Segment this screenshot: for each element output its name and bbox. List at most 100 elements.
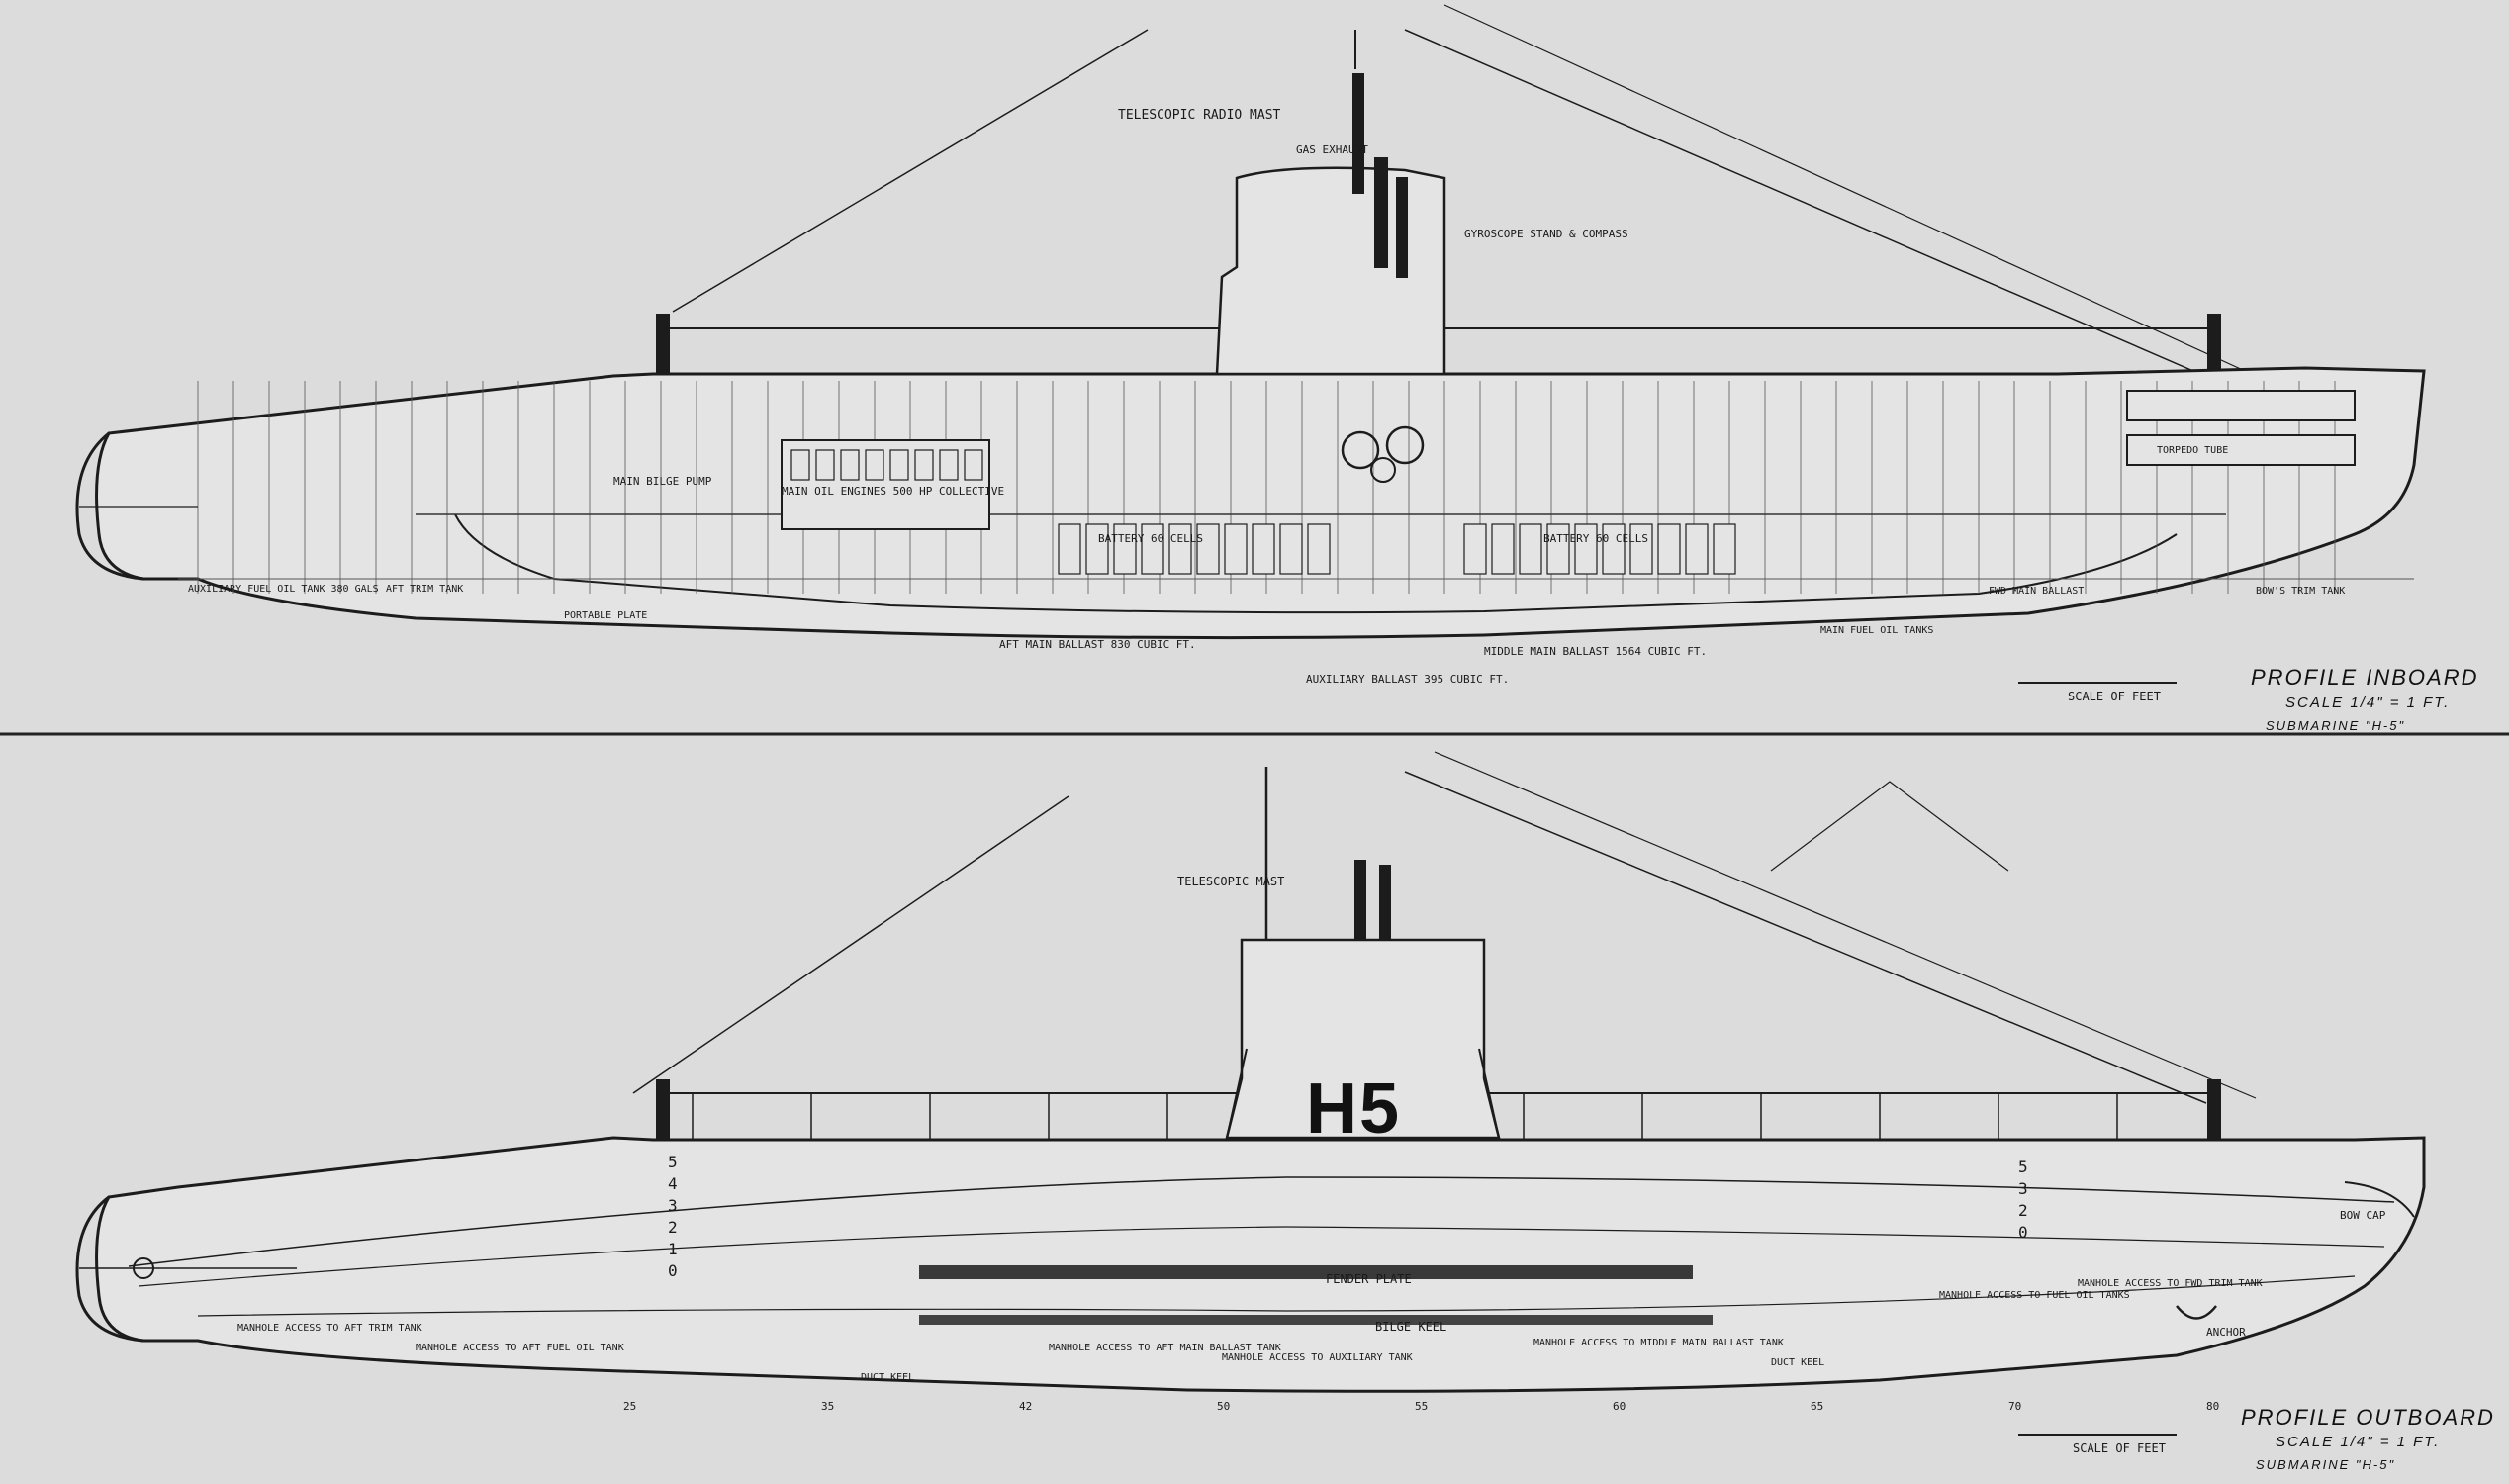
vessel-inboard: SUBMARINE "H-5" (2266, 718, 2405, 733)
label-bilge-keel: BILGE KEEL (1375, 1320, 1446, 1334)
label-battery-aft: BATTERY 60 CELLS (1098, 532, 1203, 545)
vessel-outboard: SUBMARINE "H-5" (2256, 1457, 2395, 1472)
engine-cylinders (790, 449, 983, 481)
scale-bar-label-outboard: SCALE OF FEET (2073, 1441, 2166, 1455)
label-duct-keel-fwd: DUCT KEEL (1771, 1357, 1824, 1368)
title-outboard: PROFILE OUTBOARD (2241, 1405, 2495, 1430)
outboard-title-block: SCALE OF FEET PROFILE OUTBOARD SCALE 1/4… (2018, 1405, 2495, 1472)
engine-cylinder (964, 449, 983, 481)
engine-cylinder (914, 449, 934, 481)
title-inboard: PROFILE INBOARD (2251, 665, 2478, 690)
navigation-light-aft (656, 314, 670, 375)
label-manhole-aft-ballast: MANHOLE ACCESS TO AFT MAIN BALLAST TANK (1049, 1343, 1281, 1353)
label-aft-main-ballast: AFT MAIN BALLAST 830 CUBIC FT. (999, 638, 1196, 651)
navigation-light-aft-outboard (656, 1079, 670, 1141)
label-exhaust: GAS EXHAUST (1296, 143, 1368, 156)
periscope-2 (1374, 157, 1388, 268)
stern-frame (75, 431, 144, 581)
hull-outline-inboard (95, 366, 2426, 640)
periscope-1 (1352, 73, 1364, 194)
battery-cell (1307, 523, 1331, 575)
label-fender-plate: FENDER PLATE (1326, 1272, 1412, 1286)
profile-outboard (75, 751, 2426, 1393)
label-duct-keel-aft: DUCT KEEL (861, 1372, 914, 1383)
label-bow-trim: BOW'S TRIM TANK (2256, 586, 2345, 597)
engine-cylinder (790, 449, 810, 481)
battery-cell (1602, 523, 1626, 575)
battery-cell (1713, 523, 1736, 575)
frame-number: 50 (1217, 1400, 1230, 1413)
frame-number: 42 (1019, 1400, 1032, 1413)
battery-cell (1279, 523, 1303, 575)
draft-mark: 4 (668, 1174, 678, 1193)
profile-inboard (75, 4, 2426, 640)
draft-mark: 1 (668, 1240, 678, 1258)
battery-cell (1141, 523, 1164, 575)
engine-cylinder (939, 449, 959, 481)
label-telescopic-mast: TELESCOPIC MAST (1177, 875, 1284, 888)
label-portable-plate: PORTABLE PLATE (564, 610, 647, 621)
jumping-wire-aft (672, 29, 1149, 313)
tower-brace-fwd (1478, 1048, 1500, 1139)
navigation-light-fwd-outboard (2207, 1079, 2221, 1141)
internal-frames (197, 381, 2336, 594)
periscope-outboard-1 (1354, 860, 1366, 941)
label-manhole-fwd: MANHOLE ACCESS TO FWD TRIM TANK (2078, 1278, 2263, 1289)
engine-cylinder (815, 449, 835, 481)
frame-number: 60 (1613, 1400, 1626, 1413)
inboard-labels: TELESCOPIC RADIO MAST GAS EXHAUST GYROSC… (188, 108, 2345, 686)
draft-mark: 5 (668, 1153, 678, 1171)
battery-cell (1629, 523, 1653, 575)
draft-mark: 3 (2018, 1179, 2028, 1198)
engine-cylinder (865, 449, 884, 481)
scale-inboard: SCALE 1/4" = 1 FT. (2285, 695, 2450, 711)
label-aux-fuel: AUXILIARY FUEL OIL TANK 380 GALS (188, 584, 379, 595)
label-engines: MAIN OIL ENGINES 500 HP COLLECTIVE (782, 485, 1004, 498)
radio-wire-outboard (1434, 751, 2257, 1099)
battery-cell (1058, 523, 1081, 575)
scale-outboard: SCALE 1/4" = 1 FT. (2276, 1434, 2440, 1450)
diving-wheel-2 (1385, 425, 1425, 465)
torpedo-tube-lower (2126, 434, 2356, 466)
hull-strake-2 (138, 1226, 2385, 1287)
diving-wheel-1 (1341, 430, 1380, 470)
label-manhole-aft-trim: MANHOLE ACCESS TO AFT TRIM TANK (237, 1323, 422, 1334)
label-manhole-mid: MANHOLE ACCESS TO MIDDLE MAIN BALLAST TA… (1533, 1338, 1784, 1348)
frame-number: 80 (2206, 1400, 2219, 1413)
engine-cylinder (840, 449, 860, 481)
draft-mark: 5 (2018, 1158, 2028, 1176)
label-radio-mast: TELESCOPIC RADIO MAST (1118, 108, 1281, 123)
battery-cell (1196, 523, 1220, 575)
label-bilge-pump: MAIN BILGE PUMP (613, 475, 712, 488)
hull-number: H5 (1306, 1069, 1401, 1149)
bow-cap (2344, 1181, 2415, 1218)
anchor-icon (2176, 1305, 2217, 1320)
label-fwd-main-ballast: FWD MAIN BALLAST (1989, 586, 2084, 597)
battery-cell (1224, 523, 1248, 575)
radio-wire (1443, 4, 2257, 377)
battery-cell (1168, 523, 1192, 575)
inboard-title-block: SCALE OF FEET PROFILE INBOARD SCALE 1/4"… (2018, 665, 2478, 733)
frame-number: 25 (623, 1400, 636, 1413)
battery-cell (1546, 523, 1570, 575)
jumping-wire-fwd-outboard (1404, 771, 2207, 1104)
outboard-labels: TELESCOPIC MAST FENDER PLATE BILGE KEEL … (237, 875, 2386, 1383)
battery-cell (1113, 523, 1137, 575)
periscope-3 (1396, 177, 1408, 278)
frame-number: 70 (2008, 1400, 2021, 1413)
battery-cell (1519, 523, 1542, 575)
hull-strake-3 (197, 1275, 2356, 1317)
hull-strake-1 (128, 1176, 2395, 1267)
battery-cell (1463, 523, 1487, 575)
battery-cell (1685, 523, 1709, 575)
bilge-keel (919, 1315, 1713, 1325)
frame-number: 55 (1415, 1400, 1428, 1413)
label-middle-main-ballast: MIDDLE MAIN BALLAST 1564 CUBIC FT. (1484, 645, 1707, 658)
label-aft-trim: AFT TRIM TANK (386, 584, 463, 595)
label-anchor: ANCHOR (2206, 1326, 2246, 1339)
draft-mark: 2 (2018, 1201, 2028, 1220)
draft-mark: 3 (668, 1196, 678, 1215)
